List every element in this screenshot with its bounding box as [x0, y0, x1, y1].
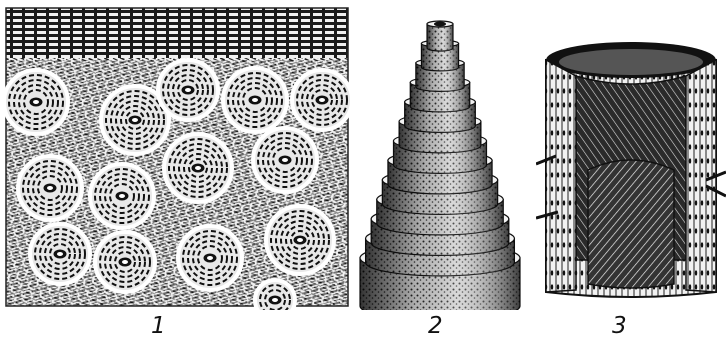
central-canal	[434, 22, 446, 27]
osteon-cross-section-drawing	[0, 0, 352, 310]
osteon	[223, 68, 287, 132]
lamellar-cone-tiers	[360, 21, 520, 310]
osteon	[253, 128, 317, 192]
figure-label-2: 2	[428, 313, 443, 339]
osteon	[255, 280, 295, 310]
osteon-cross-section	[0, 0, 352, 310]
figure-label-3: 3	[612, 313, 627, 339]
lamellar-cylinder-cutaway	[536, 0, 726, 310]
osteon	[178, 226, 242, 290]
lamellar-cone	[356, 0, 524, 310]
osteon	[95, 232, 155, 292]
figure-label-1: 1	[151, 313, 166, 339]
inner-lamella-front	[588, 160, 674, 288]
outer-circumferential-lamellae	[6, 8, 348, 58]
osteon	[90, 164, 154, 228]
osteon	[158, 60, 218, 120]
lamellar-cone-drawing	[356, 0, 524, 310]
osteon	[30, 224, 90, 284]
osteon	[18, 156, 82, 220]
osteon	[292, 70, 352, 130]
osteon	[164, 134, 232, 202]
osteon	[266, 206, 334, 274]
osteon	[4, 70, 68, 134]
lamellar-cylinder-drawing	[536, 0, 726, 310]
